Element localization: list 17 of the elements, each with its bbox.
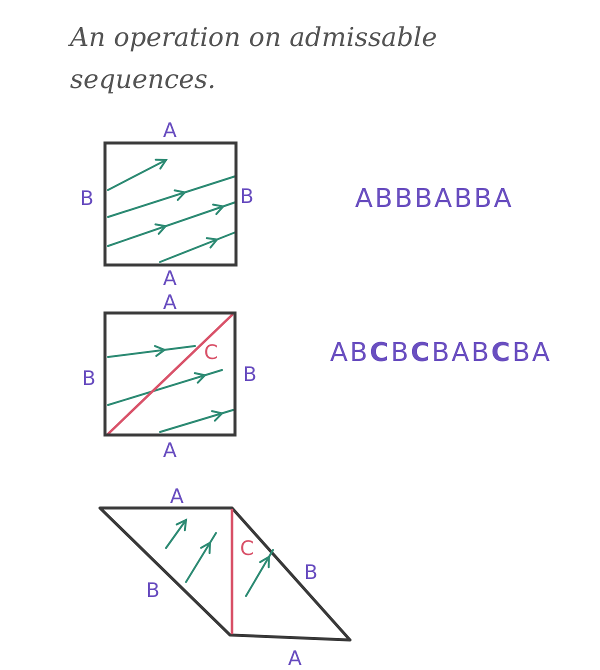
side-label: A xyxy=(170,486,184,506)
side-label: B xyxy=(146,580,160,600)
side-label: B xyxy=(240,186,254,206)
side-label: B xyxy=(304,562,318,582)
side-label: B xyxy=(243,364,257,384)
side-label: B xyxy=(82,368,96,388)
side-label: A xyxy=(163,292,177,312)
sequence-text: ABBBABBA xyxy=(355,186,514,212)
title: An operation on admissable sequences. xyxy=(70,22,438,97)
sequence-text: ABCBCBABCBA xyxy=(330,340,552,366)
side-label: A xyxy=(288,648,302,668)
side-label: B xyxy=(80,188,94,208)
side-label: A xyxy=(163,120,177,140)
side-label: C xyxy=(240,538,254,558)
side-label: A xyxy=(163,440,177,460)
side-label: C xyxy=(204,342,218,362)
side-label: A xyxy=(163,268,177,288)
